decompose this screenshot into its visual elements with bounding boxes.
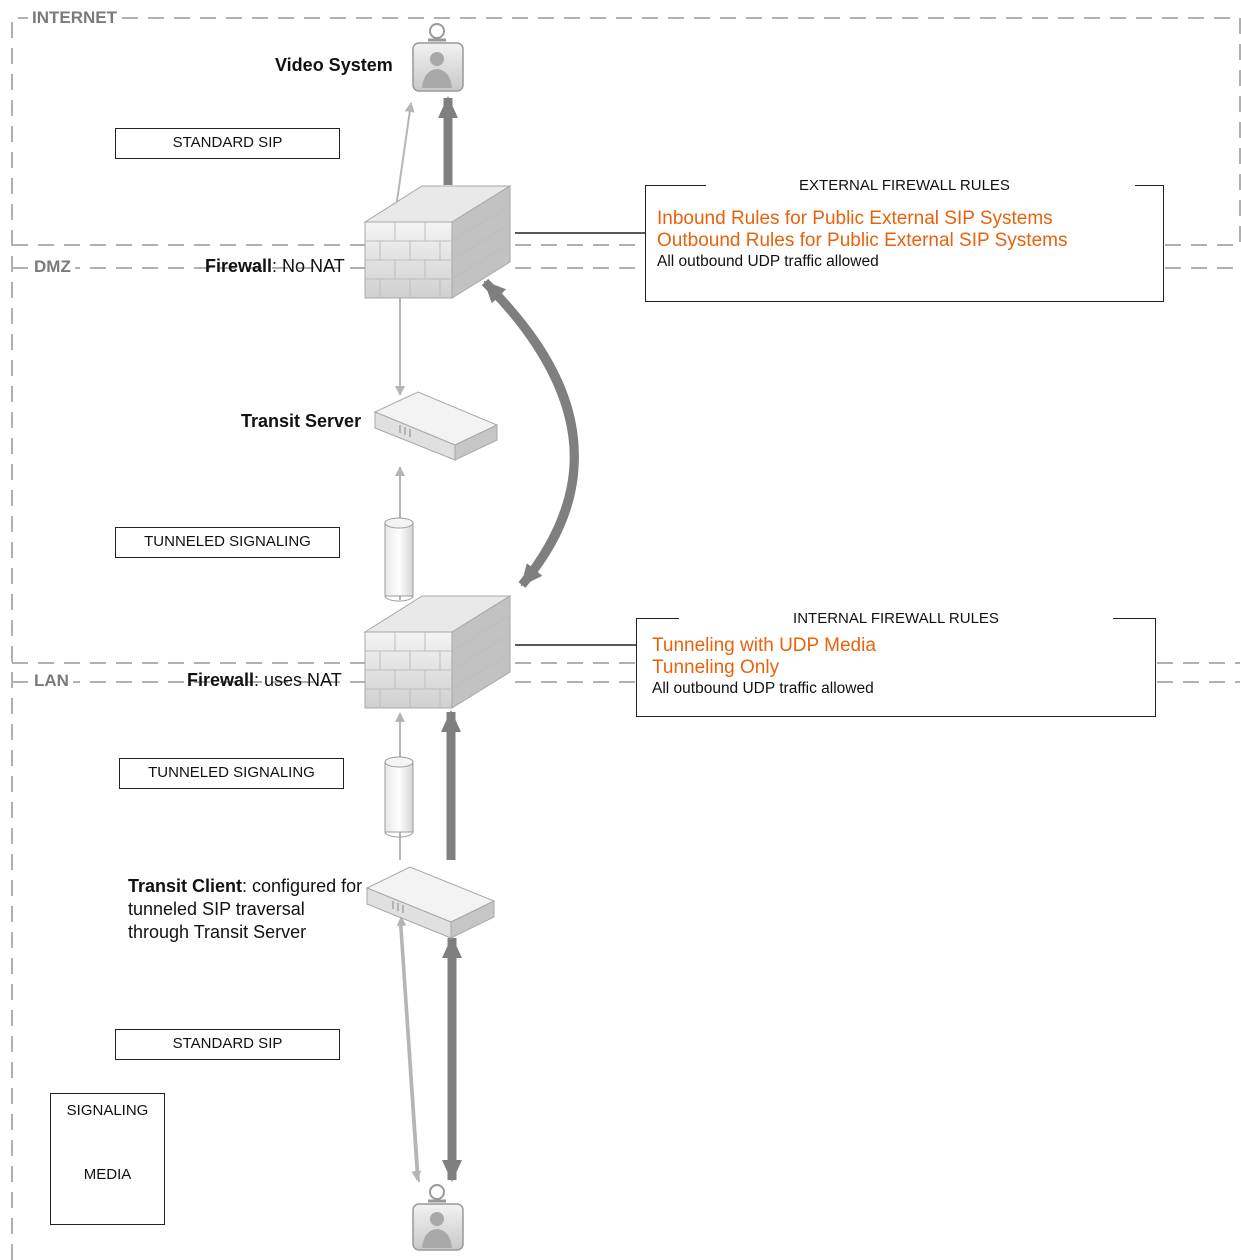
- firewall-internal-label-rest: : uses NAT: [254, 670, 342, 690]
- firewall-external-label: Firewall: No NAT: [205, 256, 345, 277]
- signaling-arrow-firewall-to-video: [396, 103, 411, 208]
- external-rule-inbound: Inbound Rules for Public External SIP Sy…: [657, 208, 1067, 230]
- internal-firewall-rules-box: INTERNAL FIREWALL RULES Tunneling with U…: [636, 618, 1156, 717]
- internal-rules-content: Tunneling with UDP Media Tunneling Only …: [652, 635, 876, 698]
- zone-label-dmz: DMZ: [30, 257, 75, 277]
- internal-rules-title: INTERNAL FIREWALL RULES: [637, 610, 1155, 627]
- firewall-external-label-rest: : No NAT: [272, 256, 345, 276]
- transit-client-label-rest: : configured for: [242, 876, 362, 896]
- video-system-label: Video System: [275, 55, 393, 76]
- label-tunneled-signaling-lan: TUNNELED SIGNALING: [119, 758, 344, 789]
- signaling-arrow-up-to-transit-client: [401, 917, 419, 1182]
- legend-media-label: MEDIA: [51, 1166, 164, 1183]
- signaling-arrow-down-to-video: [400, 925, 417, 1180]
- firewall-internal-label-bold: Firewall: [187, 670, 254, 690]
- legend-signaling-label: SIGNALING: [51, 1102, 164, 1119]
- internal-rule-tunneling-udp: Tunneling with UDP Media: [652, 635, 876, 657]
- zone-label-lan: LAN: [30, 671, 73, 691]
- internal-rule-note: All outbound UDP traffic allowed: [652, 679, 876, 698]
- label-standard-sip-bottom: STANDARD SIP: [115, 1029, 340, 1060]
- transit-client-label-bold: Transit Client: [128, 876, 242, 896]
- legend-box: SIGNALING MEDIA: [50, 1093, 165, 1225]
- external-firewall-rules-box: EXTERNAL FIREWALL RULES Inbound Rules fo…: [645, 185, 1164, 302]
- external-rules-content: Inbound Rules for Public External SIP Sy…: [657, 208, 1067, 271]
- transit-client-line-1: Transit Client: configured for: [128, 875, 362, 898]
- video-system-bottom-icon: [413, 1185, 463, 1250]
- tunnel-cylinder-dmz: [385, 518, 413, 601]
- external-rule-note: All outbound UDP traffic allowed: [657, 252, 1067, 271]
- transit-client-icon: [367, 867, 494, 938]
- external-rules-title: EXTERNAL FIREWALL RULES: [646, 177, 1163, 194]
- internal-rule-tunneling-only: Tunneling Only: [652, 657, 876, 679]
- transit-client-line-3: through Transit Server: [128, 921, 362, 944]
- tunnel-cylinder-lan: [385, 757, 413, 837]
- external-rule-outbound: Outbound Rules for Public External SIP S…: [657, 230, 1067, 252]
- label-tunneled-signaling-dmz: TUNNELED SIGNALING: [115, 527, 340, 558]
- firewall-external-label-bold: Firewall: [205, 256, 272, 276]
- firewall-internal-label: Firewall: uses NAT: [187, 670, 342, 691]
- transit-server-label: Transit Server: [241, 411, 361, 432]
- video-system-top-icon: [413, 24, 463, 91]
- zone-label-internet: INTERNET: [28, 8, 121, 28]
- transit-server-icon: [375, 392, 497, 460]
- transit-client-line-2: tunneled SIP traversal: [128, 898, 362, 921]
- label-standard-sip-top: STANDARD SIP: [115, 128, 340, 159]
- transit-client-label: Transit Client: configured for tunneled …: [128, 875, 362, 944]
- firewall-internal-icon: [365, 596, 510, 708]
